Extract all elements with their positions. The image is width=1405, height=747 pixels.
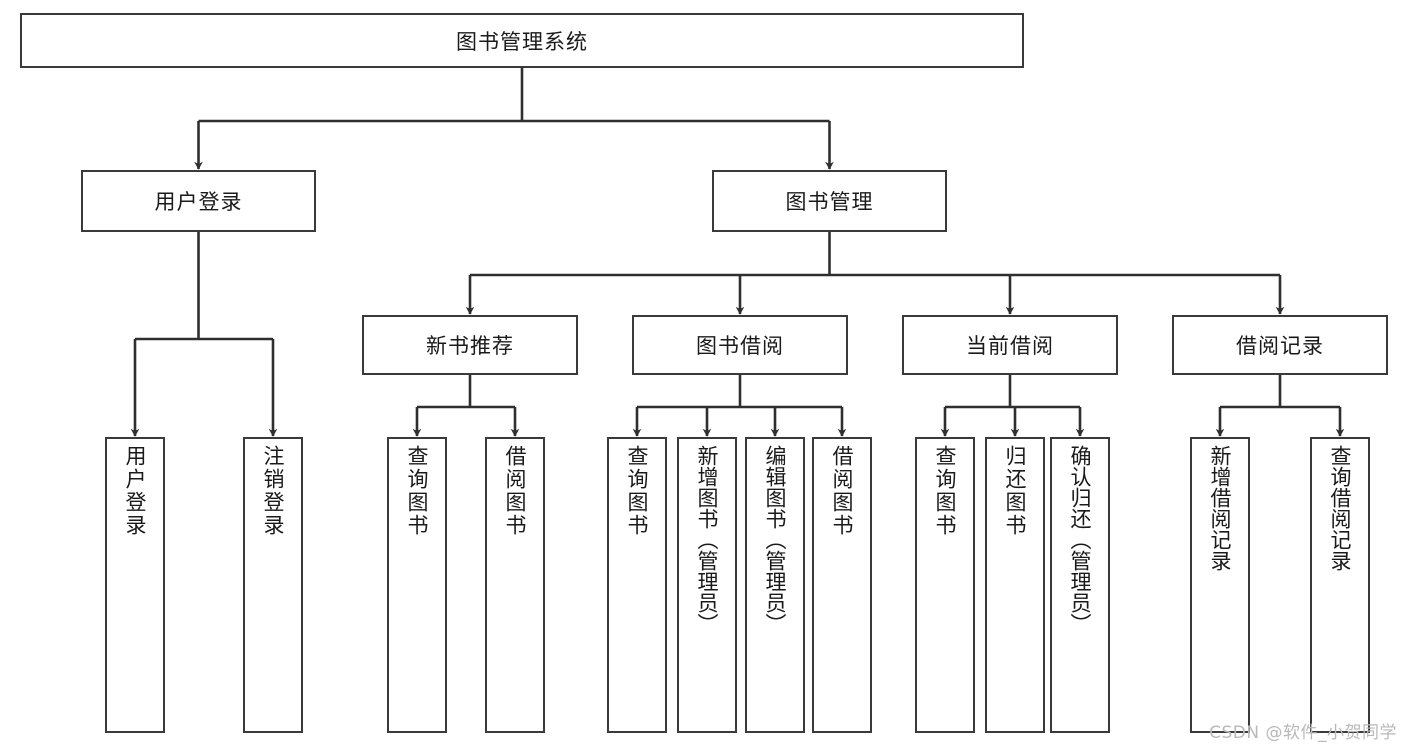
leaf-query-borrow-record[interactable]: 查询借阅记录 (1310, 437, 1370, 733)
node-label: 确认归还（管理员） (1068, 445, 1093, 634)
node-label: 借阅图书 (503, 445, 528, 537)
node-label: 归还图书 (1003, 445, 1028, 537)
node-label: 编辑图书（管理员） (763, 445, 788, 634)
node-borrow-record[interactable]: 借阅记录 (1172, 315, 1388, 375)
leaf-confirm-return-admin[interactable]: 确认归还（管理员） (1050, 437, 1110, 733)
node-label: 当前借阅 (966, 334, 1054, 358)
node-label: 查询图书 (625, 445, 650, 537)
leaf-edit-book-admin[interactable]: 编辑图书（管理员） (745, 437, 805, 733)
leaf-query-book-current[interactable]: 查询图书 (915, 437, 975, 733)
node-label: 新书推荐 (426, 334, 514, 358)
node-label: 注销登录 (261, 445, 286, 537)
leaf-return-book[interactable]: 归还图书 (985, 437, 1045, 733)
node-book-borrow[interactable]: 图书借阅 (632, 315, 848, 375)
node-current-borrow[interactable]: 当前借阅 (902, 315, 1118, 375)
leaf-add-book-admin[interactable]: 新增图书（管理员） (677, 437, 737, 733)
node-user-login[interactable]: 用户登录 (81, 170, 316, 232)
node-label: 借阅图书 (830, 445, 855, 537)
node-book-management[interactable]: 图书管理 (712, 170, 947, 232)
leaf-user-login[interactable]: 用户登录 (105, 437, 165, 733)
node-root[interactable]: 图书管理系统 (20, 13, 1024, 68)
leaf-add-borrow-record[interactable]: 新增借阅记录 (1190, 437, 1250, 733)
node-label: 图书管理 (785, 190, 874, 214)
node-label: 查询借阅记录 (1328, 445, 1353, 571)
node-label: 图书管理系统 (456, 29, 588, 54)
node-label: 用户登录 (154, 190, 243, 214)
leaf-logout[interactable]: 注销登录 (243, 437, 303, 733)
leaf-query-book-recommend[interactable]: 查询图书 (387, 437, 447, 733)
node-label: 新增图书（管理员） (695, 445, 720, 634)
node-new-book-recommend[interactable]: 新书推荐 (362, 315, 578, 375)
leaf-query-book-borrow[interactable]: 查询图书 (607, 437, 667, 733)
node-label: 图书借阅 (696, 334, 784, 358)
node-label: 借阅记录 (1236, 334, 1324, 358)
leaf-borrow-book-recommend[interactable]: 借阅图书 (485, 437, 545, 733)
node-label: 查询图书 (405, 445, 430, 537)
node-label: 用户登录 (123, 445, 148, 537)
leaf-borrow-book-borrow[interactable]: 借阅图书 (812, 437, 872, 733)
watermark: CSDN @软件_小贺同学 (1209, 723, 1397, 743)
node-label: 新增借阅记录 (1208, 445, 1233, 571)
node-label: 查询图书 (933, 445, 958, 537)
